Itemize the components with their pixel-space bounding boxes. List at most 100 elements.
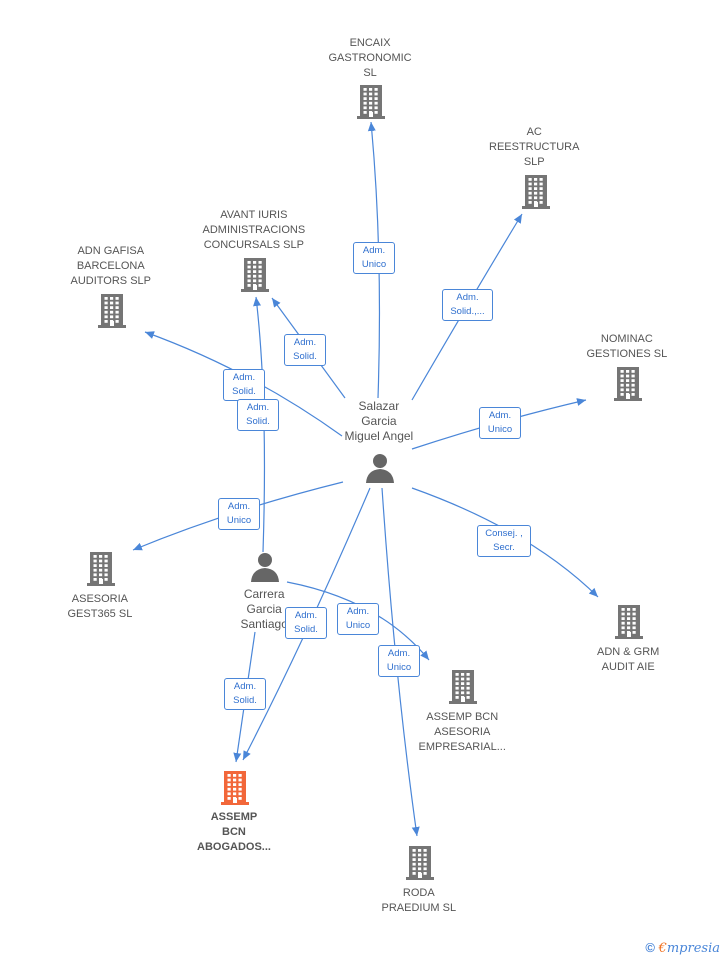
building-icon[interactable]	[86, 552, 116, 591]
building-icon[interactable]	[356, 85, 386, 124]
building-icon-shape	[221, 771, 249, 805]
node-label-line: RODA	[402, 887, 435, 899]
node-label-line: PRAEDIUM SL	[381, 902, 457, 914]
edge-label-salazar-avant[interactable]: Adm.Solid.	[284, 334, 326, 366]
building-icon[interactable]	[614, 605, 644, 644]
brand-watermark: © €mpresia	[645, 940, 720, 956]
person-icon[interactable]	[365, 453, 395, 488]
edge-label-line: Solid.,...	[450, 306, 485, 317]
node-label-encaix[interactable]: ENCAIX GASTRONOMIC SL	[329, 36, 412, 81]
edge-label-salazar-asesoria[interactable]: Adm. Unico	[218, 498, 260, 530]
building-icon-shape	[87, 552, 115, 586]
brand-e: €	[658, 941, 667, 956]
node-label-roda[interactable]: RODA PRAEDIUM SL	[382, 886, 457, 916]
node-label-line: GEST365 SL	[67, 608, 133, 620]
edge-label-line: Adm.	[227, 501, 251, 512]
edge-label-carrera-assempase[interactable]: Adm. Unico	[337, 603, 379, 635]
edge-label-line: Unico	[487, 424, 513, 435]
edge-label-carrera-assempbcn[interactable]: Adm. Solid.	[224, 678, 266, 710]
building-icon-shape	[406, 846, 434, 880]
building-icon[interactable]	[521, 175, 551, 214]
node-label-line: ABOGADOS...	[197, 841, 271, 853]
node-label-line: ENCAIX	[349, 37, 391, 49]
edge-label-salazar-ac[interactable]: Adm. Solid.,...	[442, 289, 493, 321]
edge-label-line: Adm.	[293, 337, 317, 348]
node-label-line: BARCELONA	[76, 260, 145, 272]
node-label-line: CONCURSALS SLP	[203, 239, 304, 251]
node-label-line: Salazar	[358, 399, 400, 413]
edge-label-carrera-avant[interactable]: Adm. Solid.	[237, 399, 279, 431]
building-icon[interactable]	[448, 670, 478, 709]
node-label-line: GESTIONES SL	[586, 348, 668, 360]
edge-label-salazar-assempbcn[interactable]: Adm. Solid.	[285, 607, 327, 639]
edge-label-salazar-adngrm[interactable]: Consej. ,Secr.	[477, 525, 531, 557]
edge-label-line: Adm.	[294, 610, 318, 621]
edge-label-line: Solid.	[233, 695, 257, 706]
node-label-line: ADMINISTRACIONS	[202, 224, 306, 236]
edge-label-salazar-encaix[interactable]: Adm. Unico	[353, 242, 395, 274]
edge-label-line: Adm.	[488, 410, 512, 421]
edge-label-line: Adm.	[362, 245, 386, 256]
node-label-assempbcn[interactable]: ASSEMP BCN ABOGADOS...	[197, 810, 271, 855]
node-label-line: Santiago	[240, 617, 288, 631]
edge-label-salazar-adngafisa[interactable]: Adm.Solid.	[223, 369, 265, 401]
edge-label-line: Adm.	[246, 402, 270, 413]
brand-name: mpresia	[666, 941, 720, 956]
building-icon[interactable]	[240, 258, 270, 297]
copyright-icon: ©	[645, 940, 655, 955]
node-label-line: ASESORIA	[434, 726, 491, 738]
edge-label-salazar-nominac[interactable]: Adm. Unico	[479, 407, 521, 439]
building-icon-shape	[614, 367, 642, 401]
node-label-line: AUDITORS SLP	[70, 275, 152, 287]
edge-label-line: Unico	[226, 515, 252, 526]
node-label-asesoria[interactable]: ASESORIA GEST365 SL	[68, 592, 133, 622]
node-label-line: ASSEMP	[210, 811, 258, 823]
node-label-line: SLP	[523, 156, 545, 168]
node-label-line: ASESORIA	[71, 593, 129, 605]
edge-label-line: Adm.	[456, 292, 479, 303]
node-label-line: Miguel Angel	[344, 429, 414, 443]
building-icon-shape	[98, 294, 126, 328]
building-icon-shape	[449, 670, 477, 704]
node-label-avant[interactable]: AVANT IURIS ADMINISTRACIONS CONCURSALS SLP	[203, 208, 306, 253]
node-label-line: SL	[363, 67, 377, 79]
node-label-line: BCN	[222, 826, 246, 838]
edge-label-line: Secr.	[493, 542, 515, 553]
edge-label-line: Unico	[386, 662, 412, 673]
building-icon[interactable]	[613, 367, 643, 406]
person-icon[interactable]	[250, 552, 280, 587]
node-label-line: REESTRUCTURA	[489, 141, 580, 153]
node-label-line: NOMINAC	[600, 333, 653, 345]
building-icon-shape	[357, 85, 385, 119]
edge-label-line: Solid.	[294, 624, 318, 635]
node-label-line: AVANT IURIS	[220, 209, 288, 221]
node-label-line: EMPRESARIAL...	[418, 741, 506, 753]
edge-label-line: Adm.	[232, 372, 256, 383]
edge-label-line: Solid.	[246, 416, 270, 427]
edge-label-line: Adm.	[233, 681, 257, 692]
node-label-line: Carrera	[243, 587, 285, 601]
building-icon-shape	[241, 258, 269, 292]
node-label-line: Garcia	[246, 602, 282, 616]
node-label-line: GASTRONOMIC	[328, 52, 412, 64]
node-label-line: AC	[526, 126, 542, 138]
building-icon[interactable]	[97, 294, 127, 333]
edge-label-line: Adm.	[346, 606, 370, 617]
node-label-ac[interactable]: AC REESTRUCTURA SLP	[489, 125, 579, 170]
edge-label-line: Unico	[345, 620, 371, 631]
edge-label-salazar-roda[interactable]: Adm.Unico	[378, 645, 420, 677]
node-label-nominac[interactable]: NOMINAC GESTIONES SL	[587, 332, 668, 362]
edge-label-line: Unico	[361, 259, 387, 270]
building-icon[interactable]	[220, 771, 250, 810]
node-label-line: AUDIT AIE	[601, 661, 655, 673]
building-icon[interactable]	[405, 846, 435, 885]
person-icon-shape	[366, 454, 394, 483]
building-icon-shape	[615, 605, 643, 639]
